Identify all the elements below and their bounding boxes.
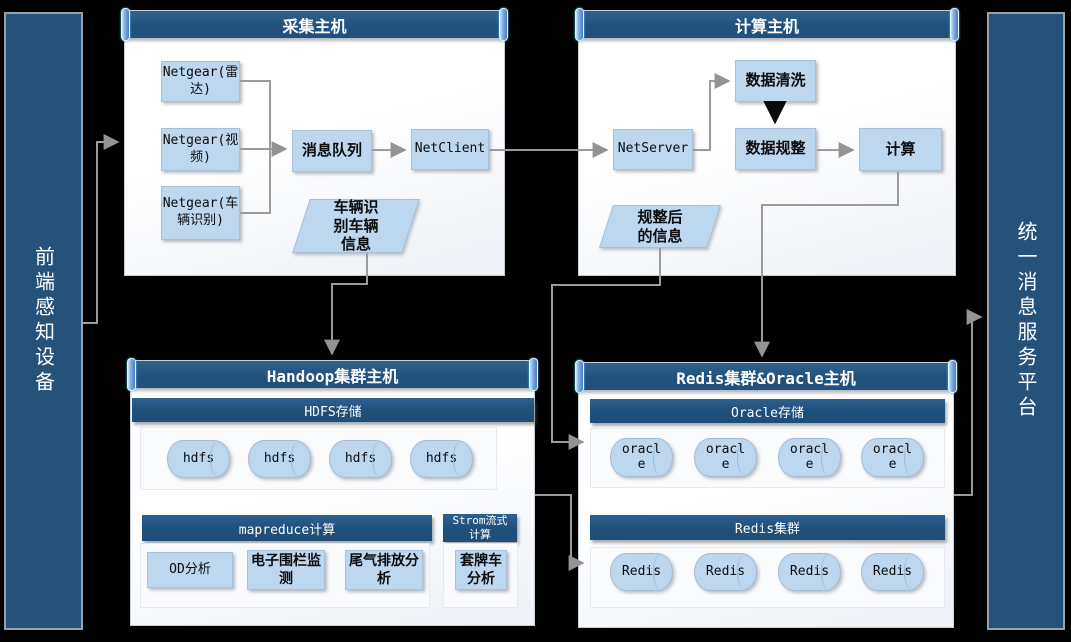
header-redis-oracle-host: Redis集群&Oracle主机 — [575, 360, 957, 393]
hadoop-host-title: Handoop集群主机 — [266, 366, 399, 386]
parallelogram-arranged-info-label: 规整后的信息 — [637, 207, 683, 245]
bar-hdfs-storage: HDFS存储 — [132, 398, 534, 422]
node-net-client: NetClient — [411, 129, 489, 170]
node-netgear-video-label: Netgear(视频) — [162, 132, 239, 165]
parallelogram-vehicle-info: 车辆识别车辆信息 — [293, 197, 419, 254]
node-data-clean: 数据清洗 — [735, 60, 816, 102]
node-netgear-radar-label: Netgear(雷达) — [162, 64, 239, 97]
node-message-queue: 消息队列 — [292, 130, 372, 172]
node-netgear-vehicle-label: Netgear(车辆识别) — [162, 196, 239, 228]
header-cap-icon — [950, 8, 959, 41]
node-fake-plate-analysis: 套牌车分析 — [455, 550, 507, 590]
cylinder-redis: Redis — [694, 553, 757, 591]
node-net-client-label: NetClient — [414, 141, 486, 157]
compute-host-title: 计算主机 — [734, 16, 799, 36]
panel-frontend-devices-label: 前端感知设备 — [31, 246, 56, 396]
cylinder-redis-label: Redis — [621, 563, 662, 579]
header-hadoop-host: Handoop集群主机 — [127, 358, 538, 391]
header-cap-icon — [948, 360, 957, 393]
header-cap-icon — [529, 358, 538, 391]
node-data-arrange-label: 数据规整 — [745, 139, 806, 158]
node-fake-plate-analysis-label: 套牌车分析 — [460, 552, 502, 587]
node-fence-monitor-label: 电子围栏监测 — [251, 552, 321, 587]
cylinder-hdfs-label: hdfs — [263, 450, 296, 466]
header-cap-icon — [499, 8, 508, 41]
cylinder-hdfs: hdfs — [329, 440, 392, 478]
cylinder-hdfs: hdfs — [248, 440, 311, 478]
cylinder-oracle: oracle — [694, 438, 757, 477]
header-compute-host: 计算主机 — [575, 8, 959, 41]
cylinder-redis-label: Redis — [872, 563, 913, 579]
node-data-clean-label: 数据清洗 — [745, 71, 806, 90]
cylinder-hdfs: hdfs — [410, 440, 473, 478]
panel-frontend-devices: 前端感知设备 — [4, 12, 83, 630]
connector-hadoop-to-redis — [535, 494, 585, 571]
header-collect-host: 采集主机 — [121, 8, 508, 41]
bar-oracle-storage: Oracle存储 — [590, 399, 945, 423]
panel-message-service-label: 统一消息服务平台 — [1014, 221, 1038, 421]
bar-mapreduce-label: mapreduce计算 — [238, 522, 336, 538]
connector-sensors-to-collect — [83, 134, 120, 324]
cylinder-oracle-label: oracle — [705, 441, 746, 472]
cylinder-redis-label: Redis — [705, 563, 746, 579]
node-net-server-label: NetServer — [617, 141, 689, 157]
cylinder-oracle: oracle — [778, 438, 841, 477]
bar-storm-label: Strom流式计算 — [452, 514, 508, 541]
node-compute-label: 计算 — [885, 139, 916, 158]
node-netgear-vehicle: Netgear(车辆识别) — [161, 186, 240, 240]
bar-storm: Strom流式计算 — [443, 514, 517, 542]
cylinder-oracle: oracle — [610, 438, 673, 477]
node-data-arrange: 数据规整 — [735, 128, 816, 170]
cylinder-redis: Redis — [861, 553, 924, 591]
connector-redisbox-to-service — [954, 309, 983, 496]
cylinder-oracle-label: oracle — [872, 441, 913, 472]
parallelogram-vehicle-info-label: 车辆识别车辆信息 — [333, 197, 379, 254]
header-cap-icon — [127, 358, 136, 391]
bar-hdfs-storage-label: HDFS存储 — [304, 404, 362, 420]
node-od-analysis-label: OD分析 — [169, 561, 211, 577]
parallelogram-arranged-info: 规整后的信息 — [598, 205, 722, 248]
bar-redis-cluster-label: Redis集群 — [734, 522, 801, 537]
cylinder-hdfs-label: hdfs — [425, 450, 458, 466]
panel-message-service: 统一消息服务平台 — [987, 12, 1065, 630]
cylinder-redis: Redis — [778, 553, 841, 591]
node-fence-monitor: 电子围栏监测 — [247, 550, 325, 590]
node-net-server: NetServer — [613, 129, 693, 170]
node-message-queue-label: 消息队列 — [301, 141, 362, 160]
bar-oracle-storage-label: Oracle存储 — [731, 405, 804, 421]
bar-redis-cluster: Redis集群 — [590, 515, 945, 540]
header-cap-icon — [575, 360, 584, 393]
cylinder-redis-label: Redis — [789, 563, 830, 579]
cylinder-redis: Redis — [610, 553, 673, 591]
collect-host-title: 采集主机 — [282, 16, 347, 36]
bar-mapreduce: mapreduce计算 — [142, 515, 432, 541]
node-exhaust-analysis: 尾气排放分析 — [345, 550, 423, 590]
cylinder-hdfs-label: hdfs — [182, 450, 215, 466]
node-od-analysis: OD分析 — [147, 552, 233, 588]
node-exhaust-analysis-label: 尾气排放分析 — [349, 552, 419, 587]
header-cap-icon — [121, 8, 130, 41]
cylinder-oracle-label: oracle — [789, 441, 830, 472]
cylinder-oracle-label: oracle — [621, 441, 662, 472]
node-netgear-radar: Netgear(雷达) — [161, 61, 240, 102]
node-netgear-video: Netgear(视频) — [161, 128, 240, 171]
redis-oracle-host-title: Redis集群&Oracle主机 — [676, 368, 856, 388]
header-cap-icon — [575, 8, 584, 41]
cylinder-oracle: oracle — [861, 438, 924, 477]
node-compute: 计算 — [859, 128, 942, 171]
cylinder-hdfs: hdfs — [167, 440, 230, 478]
cylinder-hdfs-label: hdfs — [344, 450, 377, 466]
